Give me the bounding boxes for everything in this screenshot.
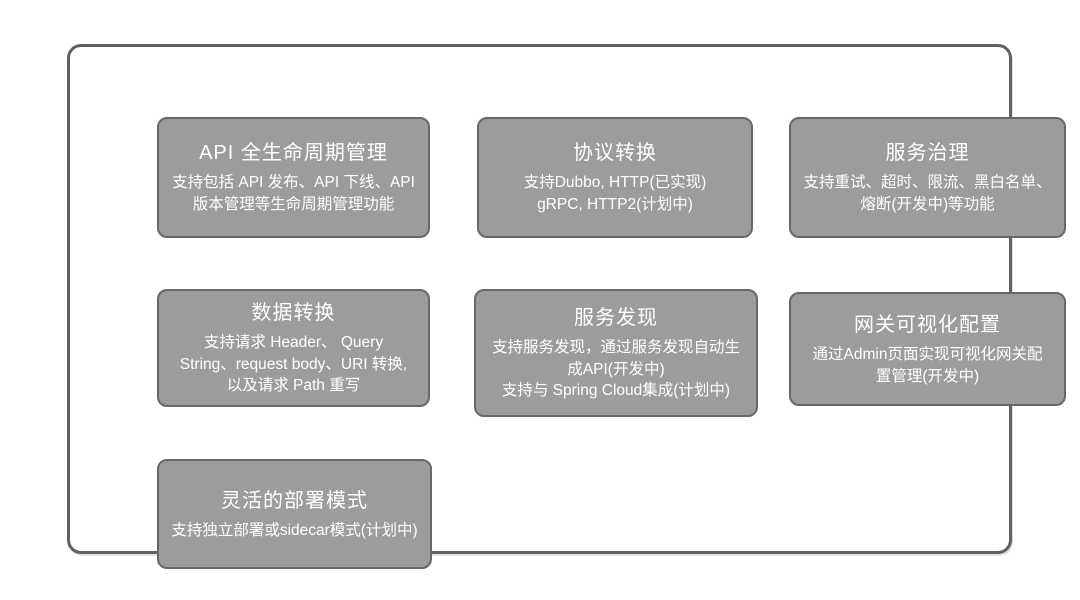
- card-title: API 全生命周期管理: [199, 142, 388, 165]
- feature-card-service-discovery: 服务发现 支持服务发现，通过服务发现自动生 成API(开发中) 支持与 Spri…: [474, 289, 758, 417]
- card-title: 灵活的部署模式: [221, 489, 368, 512]
- feature-card-data-transformation: 数据转换 支持请求 Header、 Query String、request b…: [157, 289, 430, 407]
- feature-diagram-container: API 全生命周期管理 支持包括 API 发布、API 下线、API 版本管理等…: [67, 44, 1066, 569]
- feature-card-gateway-visual-config: 网关可视化配置 通过Admin页面实现可视化网关配 置管理(开发中): [789, 292, 1066, 406]
- card-title: 网关可视化配置: [854, 313, 1001, 336]
- card-title: 协议转换: [573, 142, 657, 165]
- card-description: 支持请求 Header、 Query String、request body、U…: [179, 333, 408, 395]
- card-title: 数据转换: [251, 301, 336, 324]
- card-title: 服务治理: [885, 142, 970, 165]
- feature-card-protocol-conversion: 协议转换 支持Dubbo, HTTP(已实现) gRPC, HTTP2(计划中): [477, 117, 753, 238]
- card-description: 支持独立部署或sidecar模式(计划中): [171, 521, 418, 539]
- card-description: 支持包括 API 发布、API 下线、API 版本管理等生命周期管理功能: [172, 174, 415, 213]
- card-description: 支持服务发现，通过服务发现自动生 成API(开发中) 支持与 Spring Cl…: [491, 338, 740, 400]
- card-title: 服务发现: [574, 306, 658, 329]
- card-description: 通过Admin页面实现可视化网关配 置管理(开发中): [812, 345, 1043, 385]
- feature-card-api-lifecycle: API 全生命周期管理 支持包括 API 发布、API 下线、API 版本管理等…: [157, 117, 430, 238]
- feature-card-flexible-deployment: 灵活的部署模式 支持独立部署或sidecar模式(计划中): [157, 459, 432, 569]
- feature-card-service-governance: 服务治理 支持重试、超时、限流、黑白名单、 熔断(开发中)等功能: [789, 117, 1066, 238]
- card-description: 支持重试、超时、限流、黑白名单、 熔断(开发中)等功能: [803, 174, 1052, 213]
- card-description: 支持Dubbo, HTTP(已实现) gRPC, HTTP2(计划中): [523, 174, 707, 213]
